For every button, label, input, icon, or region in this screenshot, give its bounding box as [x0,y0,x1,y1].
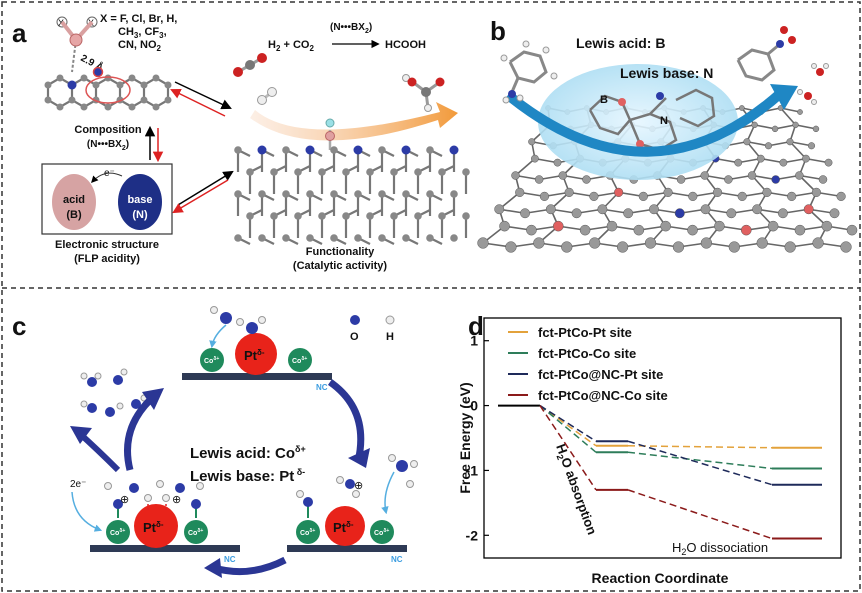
base-n-label: (N) [132,209,148,221]
oxygen-legend-label: O [350,331,359,343]
x-list-line1: X = F, Cl, Br, H, [100,13,177,25]
panel-b: B N b Lewis acid: B Lewis base: N [477,8,858,280]
svg-text:Ptδ-: Ptδ- [333,520,354,535]
svg-text:NC: NC [316,383,328,392]
series-3-connector [627,489,773,540]
x-list-line2: CH3, CF3, [118,26,167,40]
nitrobenzene-molecule [736,26,796,82]
y-tick-label: 0 [470,398,478,414]
catalysis-arrow [250,102,458,141]
base-lobe [118,174,162,230]
flp-acidity-label: (FLP acidity) [74,253,140,265]
nitrogen-atom [67,80,77,90]
svg-text:NC: NC [391,555,403,564]
series-0-connector [539,404,597,447]
legend-label: fct-PtCo-Co site [538,346,636,361]
panel-b-letter: b [490,16,506,46]
lewis-base-pt-label: Lewis base: Pt δ- [190,467,305,485]
oxygen-legend-icon [350,315,360,325]
x-axis-label: Reaction Coordinate [592,570,729,586]
svg-text:⊕: ⊕ [120,494,129,506]
adsorbate-rings [588,88,716,152]
x-list-line3: CN, NO2 [118,39,162,53]
legend-label: fct-PtCo-Pt site [538,325,632,340]
series-1-connector [627,451,773,470]
electronic-structure-label: Electronic structure [55,239,159,251]
series-1-connector [539,404,597,453]
lewis-acid-co-label: Lewis acid: Coδ+ [190,444,306,462]
flp-ring [85,76,131,104]
nitrogen-label: N [660,115,668,127]
absorption-annotation: H2O absorption [551,442,600,537]
panel-d-letter: d [468,311,484,341]
acid-label: acid [63,194,85,206]
series-3-connector [539,405,597,491]
svg-text:Coδ+: Coδ+ [374,528,389,537]
released-molecules [80,368,148,417]
hydrogen-legend-label: H [386,331,394,343]
y-tick-label: -1 [466,462,479,478]
y-ticks: 1 0 -1 -2 [466,333,489,543]
svg-text:Ptδ-: Ptδ- [244,348,265,363]
h2-molecule [257,87,277,105]
series-2-connector [627,440,773,486]
active-site-ellipse [538,64,738,180]
panel-a: a X X X = F, Cl, Br, H, CH3, CF3, CN, NO… [12,13,470,272]
dissociation-annotation: H2O dissociation [672,540,768,557]
functionality-label: Functionality [306,246,375,258]
boron-label: B [600,94,608,106]
graphene-sheet-large [234,145,470,245]
chart-legend: fct-PtCo-Pt site fct-PtCo-Co site fct-PtCo… [508,325,668,403]
boron-atom [69,33,83,47]
svg-text:Coδ+: Coδ+ [110,528,125,537]
acid-lobe [52,174,96,230]
svg-text:Coδ+: Coδ+ [204,356,219,365]
series-2-connector [539,404,597,442]
legend-label: fct-PtCo@NC-Pt site [538,367,663,382]
svg-text:Coδ+: Coδ+ [300,528,315,537]
panel-a-letter: a [12,18,27,48]
electron-label: e⁻ [104,168,115,179]
co2-molecule [233,53,267,77]
svg-text:⊕: ⊕ [354,480,363,492]
lewis-base-n-label: Lewis base: N [620,65,713,81]
svg-text:NC: NC [224,555,236,564]
y-tick-label: -2 [466,527,479,543]
hydrogen-legend-icon [385,315,395,325]
catalytic-activity-label: (Catalytic activity) [293,260,387,272]
water-molecules [797,63,829,105]
reaction-reactants: H2 + CO2 [268,39,314,53]
plot-frame [483,317,842,559]
svg-text:Coδ+: Coδ+ [292,356,307,365]
composition-formula: (N•••BX2) [87,139,129,152]
base-label: base [127,194,152,206]
composition-label: Composition [74,124,141,136]
energy-profiles [498,404,822,540]
nitrogen-atom-target [92,66,104,78]
y-axis-label: Free Energy (eV) [457,382,473,493]
panel-c: c O H Coδ+ Coδ+ Ptδ- NC Coδ+ Coδ+ [12,306,418,578]
svg-text:⊕: ⊕ [172,494,181,506]
reaction-catalyst: (N•••BX2) [330,22,372,35]
acid-b-label: (B) [66,209,82,221]
catalyst-top: Coδ+ Coδ+ Ptδ- NC [182,306,332,392]
svg-text:Coδ+: Coδ+ [188,528,203,537]
lewis-acid-b-label: Lewis acid: B [576,35,665,51]
catalysis-arc-arrow [504,88,786,157]
two-electron-label: 2e⁻ [70,479,86,490]
hcooh-molecule [402,74,445,112]
aniline-molecule [500,40,558,104]
legend-label: fct-PtCo@NC-Co site [538,388,668,403]
catalyst-right: Coδ+ Coδ+ Ptδ- NC ⊕ [287,454,418,564]
panel-c-letter: c [12,311,26,341]
panel-d: d Free Energy (eV) Reaction Coordinate 1… [457,311,842,586]
y-tick-label: 1 [470,333,478,349]
catalyst-left: Coδ+ Coδ+ Ptδ- NC ⊕ ⊕ 2e⁻ [70,479,240,564]
svg-text:Ptδ-: Ptδ- [143,520,164,535]
series-0-connector [627,445,773,449]
reaction-product: HCOOH [385,39,426,51]
